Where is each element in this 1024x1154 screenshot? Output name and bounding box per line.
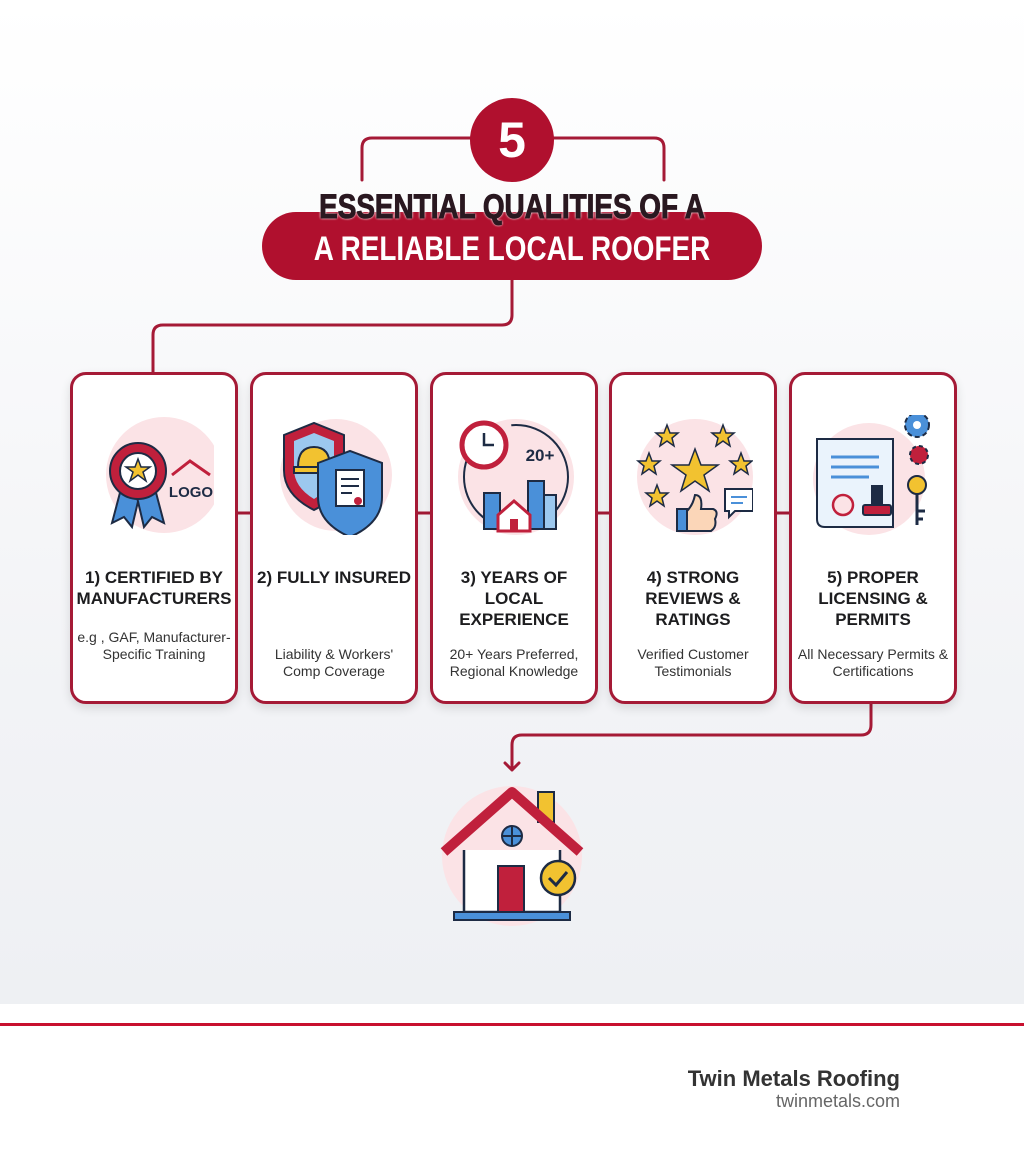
title-banner: [262, 212, 762, 280]
card-title: 3) YEARS OF LOCAL EXPERIENCE: [459, 568, 569, 629]
stars-thumbs-up-icon: [635, 419, 753, 535]
card-description: 20+ Years Preferred, Regional Knowledge: [449, 646, 579, 679]
quality-card-experience: 20+ 3) YEARS OF LOCAL EXPERIENCE 20+ Yea…: [430, 372, 598, 704]
card-title: 1) CERTIFIED BY MANUFACTURERS: [76, 568, 232, 608]
award-ribbon-logo-icon: LOGO: [106, 417, 214, 533]
footer-website: twinmetals.com: [775, 1091, 900, 1111]
quality-card-reviews: 4) STRONG REVIEWS & RATINGS Verified Cus…: [609, 372, 777, 704]
permit-stamp-key-icon: [813, 415, 930, 535]
clock-city-icon: 20+: [458, 419, 574, 535]
quality-card-insured: 2) FULLY INSURED Liability & Workers' Co…: [250, 372, 418, 704]
card-description: e.g , GAF, Manufacturer-Specific Trainin…: [77, 629, 231, 662]
card-title: 2) FULLY INSURED: [257, 568, 411, 587]
card-title: 5) PROPER LICENSING & PERMITS: [818, 568, 928, 629]
card-description: All Necessary Permits & Certifications: [797, 646, 949, 679]
card-description: Verified Customer Testimonials: [637, 646, 749, 679]
footer-brand: Twin Metals Roofing: [687, 1066, 900, 1091]
quality-card-licensing: 5) PROPER LICENSING & PERMITS All Necess…: [789, 372, 957, 704]
number-badge: 5: [470, 98, 554, 182]
quality-card-certified: LOGO 1) CERTIFIED BY MANUFACTURERS e.g ,…: [70, 372, 238, 704]
years-badge-text: 20+: [526, 446, 555, 465]
page-title-line2: A RELIABLE LOCAL ROOFER: [313, 230, 711, 268]
house-checkmark-icon: [440, 786, 584, 926]
page-title-line1: ESSENTIAL QUALITIES OF A: [319, 188, 706, 227]
card-title: 4) STRONG REVIEWS & RATINGS: [645, 568, 741, 629]
footer-divider: [0, 1023, 1024, 1026]
shield-hardhat-document-icon: [280, 419, 392, 535]
logo-text: LOGO: [169, 484, 213, 501]
card-description: Liability & Workers' Comp Coverage: [274, 646, 394, 679]
